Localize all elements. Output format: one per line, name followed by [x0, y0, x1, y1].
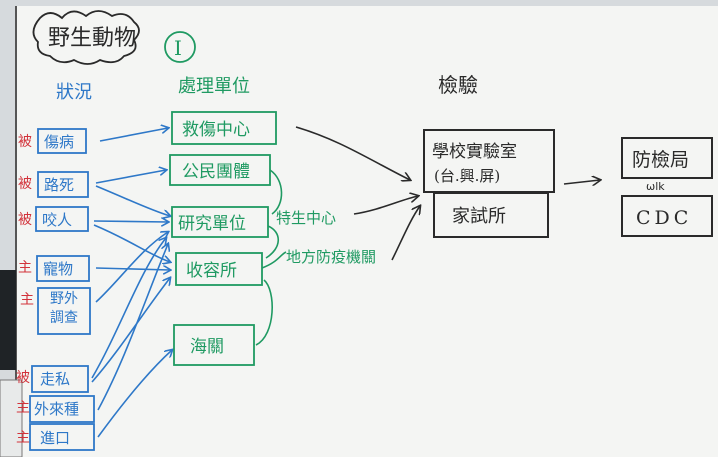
connector-citizen-research — [269, 169, 283, 215]
title-cloud-outline — [32, 10, 140, 65]
arrow-injured-to-rescue — [99, 128, 168, 142]
situation-label: 進口 — [40, 429, 70, 447]
situation-tag: 被 — [18, 176, 32, 192]
authority-box — [621, 137, 713, 179]
situation-box — [37, 171, 89, 198]
page-title: 野生動物 — [48, 26, 136, 51]
lab-arrows — [295, 126, 600, 261]
situation-label: 傷病 — [44, 133, 74, 151]
arrow-smuggle-to-shelter — [91, 278, 170, 383]
authority-label: CDC — [636, 207, 692, 229]
handler-box — [175, 252, 263, 286]
arrow-alien-to-research — [97, 244, 168, 411]
handler-label: 收容所 — [186, 261, 237, 281]
situation-box — [37, 128, 87, 154]
situation-box-tall — [37, 287, 91, 335]
title-mark: I — [174, 36, 182, 60]
situation-tag: 被 — [16, 370, 30, 386]
handler-label: 救傷中心 — [182, 120, 250, 140]
arrow-lab-to-authority — [563, 180, 600, 184]
arrow-roadkill-to-research — [95, 185, 170, 216]
intermediate-label: 地方防疫機關 — [286, 248, 376, 266]
situation-label: 走私 — [40, 370, 70, 388]
situation-box — [36, 255, 90, 282]
situation-box — [29, 395, 95, 423]
connector-research-shelter — [265, 225, 280, 259]
arrow-bite-to-shelter — [93, 224, 170, 262]
arrow-local-to-lab — [391, 206, 420, 261]
handler-box — [173, 324, 255, 366]
arrow-rescue-to-lab — [295, 126, 410, 180]
handler-box — [171, 206, 269, 238]
intermediate-label: 特生中心 — [276, 209, 336, 227]
arrow-smuggle-to-research — [91, 238, 166, 379]
lab-column: 學校實驗室 (台.興.屏) 家試所 — [423, 129, 555, 238]
lab-label: 家試所 — [452, 206, 506, 227]
connector-shelter-local — [261, 251, 287, 269]
title-mark-circle — [164, 31, 196, 63]
paper-edge — [0, 379, 23, 457]
situation-column: 被 傷病 被 路死 被 咬人 主 寵物 主 野外調查 被 走私 主 外來種 主 … — [16, 128, 95, 451]
situation-arrows — [91, 128, 172, 438]
situation-tag: 主 — [20, 292, 34, 308]
authority-box — [621, 195, 713, 237]
heading-testing: 檢驗 — [438, 73, 478, 97]
connector-label: ωlk — [646, 180, 665, 193]
situation-tag: 主 — [16, 430, 30, 446]
authority-label: 防檢局 — [632, 149, 689, 171]
situation-box — [31, 365, 89, 393]
handler-connectors — [255, 169, 287, 346]
situation-box — [29, 423, 95, 451]
connector-customs-shelter — [255, 279, 273, 346]
situation-label: 咬人 — [42, 211, 72, 229]
handler-label: 公民團體 — [182, 162, 250, 182]
arrow-import-to-customs — [97, 350, 172, 438]
lab-label: 學校實驗室 — [432, 142, 517, 162]
handler-column: 救傷中心 公民團體 研究單位 收容所 海關 — [169, 111, 277, 366]
situation-label: 路死 — [44, 176, 74, 194]
situation-label: 野外調查 — [50, 291, 78, 326]
handler-label: 研究單位 — [178, 214, 246, 234]
lab-box — [433, 192, 549, 238]
heading-handler: 處理單位 — [178, 76, 250, 97]
dark-edge-object — [0, 270, 16, 370]
arrow-roadkill-to-citizen — [95, 170, 166, 184]
handler-label: 海關 — [190, 337, 224, 357]
arrow-special-to-lab — [353, 196, 418, 215]
lab-sublabel: (台.興.屏) — [434, 167, 500, 185]
arrow-bite-to-research — [93, 221, 168, 222]
situation-tag: 主 — [16, 400, 30, 416]
handler-box — [171, 111, 277, 145]
situation-label: 外來種 — [34, 400, 79, 418]
whiteboard-surface — [16, 6, 718, 457]
situation-label: 寵物 — [43, 260, 73, 278]
situation-box — [35, 206, 89, 232]
situation-tag: 被 — [18, 212, 32, 228]
authority-column: 防檢局 ωlk CDC — [621, 137, 713, 237]
situation-tag: 主 — [18, 260, 32, 276]
heading-situation: 狀況 — [56, 82, 92, 103]
situation-tag: 被 — [18, 134, 32, 150]
situation-label-wrap: 野外調查 — [50, 291, 78, 326]
